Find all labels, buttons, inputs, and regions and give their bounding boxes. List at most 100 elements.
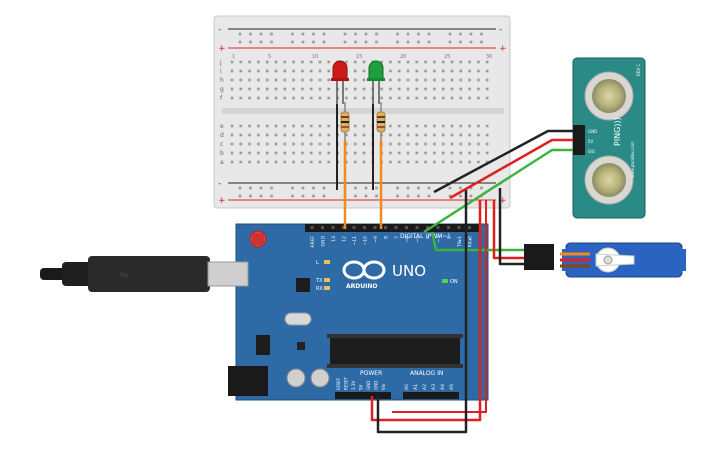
- rail-hole[interactable]: [322, 32, 326, 36]
- breadboard-hole[interactable]: [327, 87, 331, 91]
- breadboard-hole[interactable]: [239, 142, 243, 146]
- breadboard-hole[interactable]: [415, 60, 419, 64]
- breadboard-hole[interactable]: [397, 96, 401, 100]
- breadboard-hole[interactable]: [327, 60, 331, 64]
- rail-hole[interactable]: [406, 186, 410, 190]
- breadboard-hole[interactable]: [265, 96, 269, 100]
- rail-hole[interactable]: [459, 40, 462, 44]
- rail-hole[interactable]: [427, 194, 431, 198]
- breadboard-hole[interactable]: [274, 60, 278, 64]
- breadboard-hole[interactable]: [318, 133, 322, 137]
- breadboard-hole[interactable]: [415, 133, 419, 137]
- header-pin[interactable]: [468, 226, 471, 229]
- breadboard-hole[interactable]: [459, 78, 463, 82]
- breadboard-hole[interactable]: [292, 133, 295, 137]
- rail-hole[interactable]: [375, 32, 378, 36]
- breadboard-hole[interactable]: [318, 87, 322, 91]
- breadboard-hole[interactable]: [248, 124, 251, 128]
- rail-hole[interactable]: [469, 40, 473, 44]
- breadboard-hole[interactable]: [345, 96, 348, 100]
- rail-hole[interactable]: [396, 40, 399, 44]
- breadboard-hole[interactable]: [485, 151, 489, 155]
- breadboard-hole[interactable]: [248, 133, 251, 137]
- breadboard-hole[interactable]: [397, 87, 401, 91]
- breadboard-hole[interactable]: [441, 87, 445, 91]
- breadboard-hole[interactable]: [415, 96, 419, 100]
- breadboard-hole[interactable]: [239, 151, 243, 155]
- rail-hole[interactable]: [238, 194, 242, 198]
- rail-hole[interactable]: [364, 32, 368, 36]
- breadboard-hole[interactable]: [257, 69, 260, 73]
- breadboard-hole[interactable]: [257, 142, 260, 146]
- breadboard-hole[interactable]: [459, 142, 463, 146]
- breadboard-hole[interactable]: [459, 60, 463, 64]
- breadboard-hole[interactable]: [424, 160, 427, 164]
- breadboard-hole[interactable]: [283, 69, 287, 73]
- rail-hole[interactable]: [270, 186, 273, 190]
- breadboard-hole[interactable]: [433, 60, 436, 64]
- rail-hole[interactable]: [291, 32, 294, 36]
- rail-hole[interactable]: [301, 32, 305, 36]
- breadboard-hole[interactable]: [468, 133, 471, 137]
- rail-hole[interactable]: [259, 40, 263, 44]
- breadboard-hole[interactable]: [485, 87, 489, 91]
- rail-hole[interactable]: [375, 40, 378, 44]
- breadboard-hole[interactable]: [424, 87, 427, 91]
- breadboard-hole[interactable]: [433, 151, 436, 155]
- breadboard-hole[interactable]: [389, 151, 392, 155]
- header-pin[interactable]: [405, 226, 408, 229]
- breadboard-hole[interactable]: [274, 124, 278, 128]
- breadboard-hole[interactable]: [380, 87, 383, 91]
- breadboard-hole[interactable]: [301, 78, 304, 82]
- rail-hole[interactable]: [448, 186, 452, 190]
- breadboard-hole[interactable]: [441, 69, 445, 73]
- breadboard-hole[interactable]: [389, 142, 392, 146]
- breadboard-hole[interactable]: [477, 151, 480, 155]
- breadboard-hole[interactable]: [485, 142, 489, 146]
- rail-hole[interactable]: [312, 194, 315, 198]
- rail-hole[interactable]: [406, 194, 410, 198]
- breadboard-hole[interactable]: [433, 78, 436, 82]
- breadboard-hole[interactable]: [433, 133, 436, 137]
- header-pin[interactable]: [436, 226, 440, 229]
- breadboard-hole[interactable]: [389, 69, 392, 73]
- rail-hole[interactable]: [354, 194, 357, 198]
- rail-hole[interactable]: [417, 186, 420, 190]
- rail-hole[interactable]: [448, 194, 452, 198]
- breadboard-hole[interactable]: [345, 160, 348, 164]
- breadboard-hole[interactable]: [468, 124, 471, 128]
- breadboard-hole[interactable]: [265, 124, 269, 128]
- reset-button[interactable]: [252, 233, 264, 245]
- breadboard-hole[interactable]: [239, 96, 243, 100]
- breadboard-hole[interactable]: [257, 87, 260, 91]
- breadboard-hole[interactable]: [441, 142, 445, 146]
- breadboard-hole[interactable]: [345, 142, 348, 146]
- breadboard-hole[interactable]: [459, 160, 463, 164]
- rail-hole[interactable]: [291, 194, 294, 198]
- breadboard-hole[interactable]: [468, 60, 471, 64]
- breadboard-hole[interactable]: [274, 133, 278, 137]
- breadboard-hole[interactable]: [257, 78, 260, 82]
- breadboard-hole[interactable]: [415, 160, 419, 164]
- breadboard-hole[interactable]: [318, 124, 322, 128]
- rail-hole[interactable]: [448, 32, 452, 36]
- breadboard-hole[interactable]: [248, 96, 251, 100]
- breadboard-hole[interactable]: [353, 151, 357, 155]
- breadboard-hole[interactable]: [327, 96, 331, 100]
- ultrasonic-sensor-icon[interactable]: PING))) www.parallax.com REV C GND 5V SI…: [572, 57, 646, 219]
- breadboard-hole[interactable]: [345, 133, 348, 137]
- breadboard-hole[interactable]: [468, 78, 471, 82]
- breadboard-hole[interactable]: [230, 69, 234, 73]
- rail-hole[interactable]: [480, 32, 483, 36]
- breadboard-hole[interactable]: [309, 142, 313, 146]
- breadboard-hole[interactable]: [230, 87, 234, 91]
- breadboard-hole[interactable]: [353, 96, 357, 100]
- breadboard-hole[interactable]: [485, 124, 489, 128]
- breadboard-hole[interactable]: [265, 151, 269, 155]
- rail-hole[interactable]: [291, 40, 294, 44]
- breadboard-hole[interactable]: [327, 142, 331, 146]
- header-pin[interactable]: [457, 226, 461, 229]
- breadboard-hole[interactable]: [415, 78, 419, 82]
- breadboard-hole[interactable]: [441, 60, 445, 64]
- breadboard-hole[interactable]: [309, 124, 313, 128]
